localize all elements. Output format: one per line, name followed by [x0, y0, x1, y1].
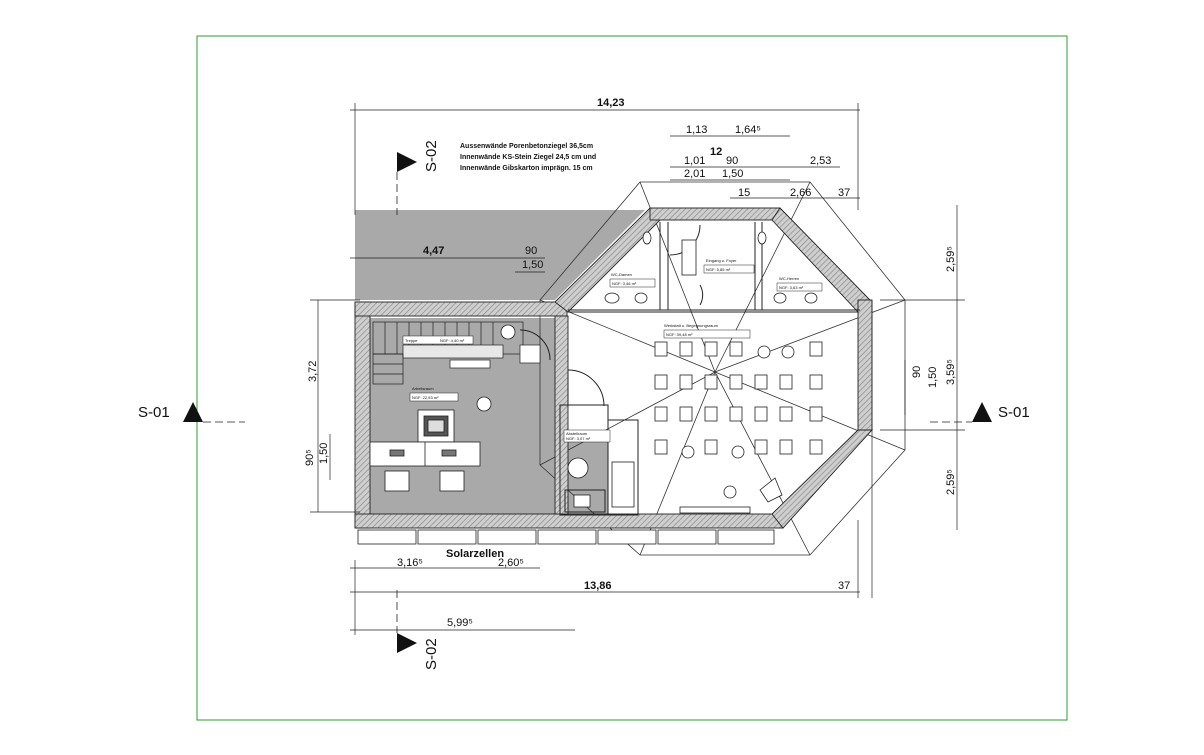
dim-right-1-50: 1,50	[927, 367, 939, 388]
section-arrow-right	[972, 402, 992, 422]
work-room-furniture	[369, 324, 516, 492]
dim-left-90: 90	[525, 245, 537, 257]
dim-top-1-01: 1,01	[684, 155, 705, 167]
exterior-walls	[354, 207, 874, 529]
room-tag-foyer: Eingang u. Foyer NGF: 5,85 m²	[703, 258, 755, 274]
section-label-s02-bottom: S-02	[423, 638, 440, 670]
room-area: NGF: 4,40 m²	[440, 338, 465, 343]
wall-note-3: Innenwände Gibskarton imprägn. 15 cm	[460, 165, 593, 172]
room-name: WC-Herren	[779, 276, 799, 281]
dim-top-1-13: 1,13	[686, 124, 707, 136]
dim-top-12: 12	[710, 146, 722, 158]
section-label-s02-top: S-02	[423, 140, 440, 172]
room-name: Abstellraum	[566, 431, 588, 436]
dim-right-90: 90	[911, 366, 923, 378]
dim-top-37: 37	[838, 187, 850, 199]
section-markers	[183, 152, 992, 653]
room-name: Treppe	[405, 338, 418, 343]
section-arrow-top	[397, 152, 417, 172]
wc-fixtures	[567, 231, 818, 508]
room-name: Eingang u. Foyer	[706, 258, 737, 263]
room-tag-wc-herren: WC-Herren NGF: 3,63 m²	[776, 276, 823, 292]
room-area: NGF: 22,53 m²	[412, 395, 439, 400]
room-name: Werkstatt u. Begegnungsraum	[664, 323, 719, 328]
wall-note-2: Innenwände KS-Stein Ziegel 24,5 cm und	[460, 154, 596, 161]
dim-top-overall: 14,23	[597, 97, 625, 109]
dim-bottom-37: 37	[838, 580, 850, 592]
dim-right-2-59-bottom: 2,59⁵	[945, 469, 957, 495]
chairs	[611, 341, 823, 514]
dim-left-4-47: 4,47	[423, 245, 444, 257]
wall-note-1: Aussenwände Porenbetonziegel 36,5cm	[460, 143, 593, 150]
room-name: Arbeitsraum	[412, 386, 434, 391]
room-area: NGF: 3,07 m²	[566, 436, 591, 441]
dim-top-1-50: 1,50	[722, 168, 743, 180]
section-arrow-bottom	[397, 633, 417, 653]
terrace-area	[355, 210, 645, 300]
section-arrow-left	[183, 402, 203, 422]
dim-top-2-53: 2,53	[810, 155, 831, 167]
room-tag-abstellraum: Abstellraum NGF: 3,07 m²	[563, 429, 611, 443]
dim-bottom-5-99: 5,99⁵	[447, 617, 473, 629]
dim-bottom-2-60: 2,60⁵	[498, 557, 524, 569]
dim-bottom-3-16: 3,16⁵	[397, 557, 423, 569]
interior-walls	[519, 222, 860, 516]
solar-cells	[357, 529, 775, 545]
room-area: NGF: 3,63 m²	[779, 285, 804, 290]
dim-top-15: 15	[738, 187, 750, 199]
room-area: NGF: 5,85 m²	[706, 267, 731, 272]
dimension-lines	[310, 103, 965, 635]
dim-bottom-13-86: 13,86	[584, 580, 612, 592]
room-name: WC-Damen	[611, 272, 632, 277]
dim-left-3-72: 3,72	[307, 361, 319, 382]
room-area: NGF: 3,46 m²	[612, 281, 637, 286]
dim-top-2-01: 2,01	[684, 168, 705, 180]
dim-left-1-50v: 1,50	[318, 443, 330, 464]
dim-left-90s: 90⁵	[304, 449, 316, 466]
dim-top-2-66: 2,66	[790, 187, 811, 199]
solar-label: Solarzellen	[446, 548, 504, 560]
dim-right-3-59: 3,59⁵	[945, 359, 957, 385]
room-tag-workshop: Werkstatt u. Begegnungsraum NGF: 39,48 m…	[663, 323, 751, 339]
section-label-s01-right: S-01	[998, 404, 1030, 421]
room-tag-wc-damen: WC-Damen NGF: 3,46 m²	[609, 272, 656, 288]
dim-left-1-50: 1,50	[522, 259, 543, 271]
room-tag-arbeitsraum: Arbeitsraum NGF: 22,53 m²	[409, 386, 459, 402]
dim-right-2-59-top: 2,59⁵	[945, 246, 957, 272]
dim-top-1-64: 1,64⁵	[735, 124, 761, 136]
room-tag-treppe: Treppe NGF: 4,40 m²	[402, 335, 474, 345]
drawing-frame	[196, 35, 1068, 721]
section-label-s01-left: S-01	[138, 404, 170, 421]
room-area: NGF: 39,48 m²	[666, 332, 693, 337]
dim-top-90: 90	[726, 155, 738, 167]
